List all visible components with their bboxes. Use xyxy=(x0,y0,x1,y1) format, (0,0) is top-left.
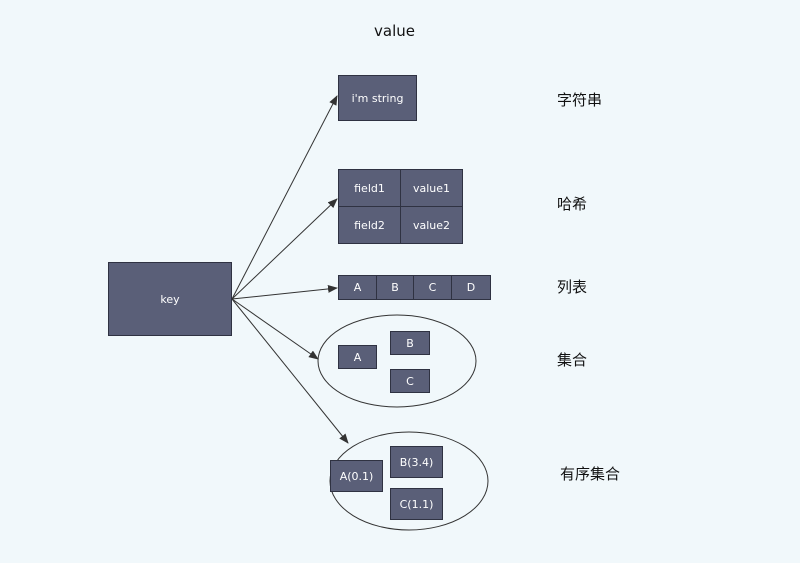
zset-member-box: C(1.1) xyxy=(390,488,443,520)
hash-field-cell: field2 xyxy=(338,206,401,244)
set-ellipse xyxy=(317,314,477,408)
list-type-label: 列表 xyxy=(557,278,588,296)
set-member-box: A xyxy=(338,345,377,369)
arrow-to-hash xyxy=(231,198,338,300)
list-item-cell: D xyxy=(451,275,491,300)
string-value-box: i'm string xyxy=(338,75,417,121)
hash-type-label: 哈希 xyxy=(557,195,588,213)
set-member-box: B xyxy=(390,331,430,355)
arrow-to-string xyxy=(231,95,338,300)
key-box: key xyxy=(108,262,232,336)
string-type-label: 字符串 xyxy=(557,91,603,109)
arrow-to-zset xyxy=(231,298,349,444)
diagram-title: value xyxy=(374,22,415,40)
list-item-cell: A xyxy=(338,275,377,300)
list-item-cell: C xyxy=(413,275,452,300)
arrow-to-list xyxy=(231,284,338,300)
hash-value-cell: value1 xyxy=(400,169,463,207)
list-item-cell: B xyxy=(376,275,414,300)
set-type-label: 集合 xyxy=(557,351,588,369)
arrow-to-set xyxy=(231,298,319,360)
hash-field-cell: field1 xyxy=(338,169,401,207)
hash-value-cell: value2 xyxy=(400,206,463,244)
zset-type-label: 有序集合 xyxy=(560,465,621,483)
zset-member-box: A(0.1) xyxy=(330,460,383,492)
zset-member-box: B(3.4) xyxy=(390,446,443,478)
set-member-box: C xyxy=(390,369,430,393)
